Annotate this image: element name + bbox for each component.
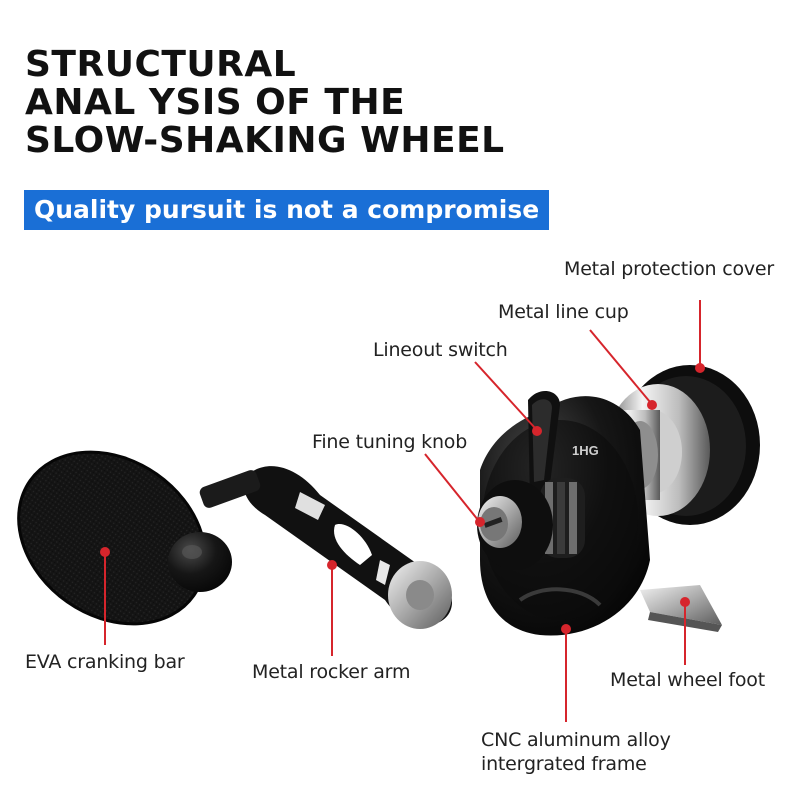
title-line-3: SLOW-SHAKING WHEEL xyxy=(25,120,505,161)
rocker-arm xyxy=(199,466,452,629)
label-protection-cover: Metal protection cover xyxy=(564,258,775,280)
title-line-2: ANAL YSIS OF THE xyxy=(25,82,406,123)
subtitle-banner: Quality pursuit is not a compromise xyxy=(24,190,550,230)
label-rocker-arm: Metal rocker arm xyxy=(252,661,411,683)
page-title: STRUCTURAL ANAL YSIS OF THE SLOW-SHAKING… xyxy=(25,46,505,160)
model-marking: 1HG xyxy=(572,443,599,458)
label-lineout-switch: Lineout switch xyxy=(373,339,508,361)
title-line-1: STRUCTURAL xyxy=(25,44,297,85)
label-line-cup: Metal line cup xyxy=(498,301,629,323)
label-fine-tuning-knob: Fine tuning knob xyxy=(312,431,468,453)
label-wheel-foot: Metal wheel foot xyxy=(610,669,765,691)
label-frame: CNC aluminum alloy intergrated frame xyxy=(481,728,671,776)
lineout-switch xyxy=(528,390,560,505)
callout-lines xyxy=(100,300,705,722)
label-frame-line-1: CNC aluminum alloy xyxy=(481,729,671,751)
wheel-foot xyxy=(640,585,722,632)
label-frame-line-2: intergrated frame xyxy=(481,753,647,775)
eva-cranking-bar xyxy=(17,450,232,626)
fine-tuning-knob xyxy=(477,480,553,570)
label-eva-bar: EVA cranking bar xyxy=(25,651,185,673)
